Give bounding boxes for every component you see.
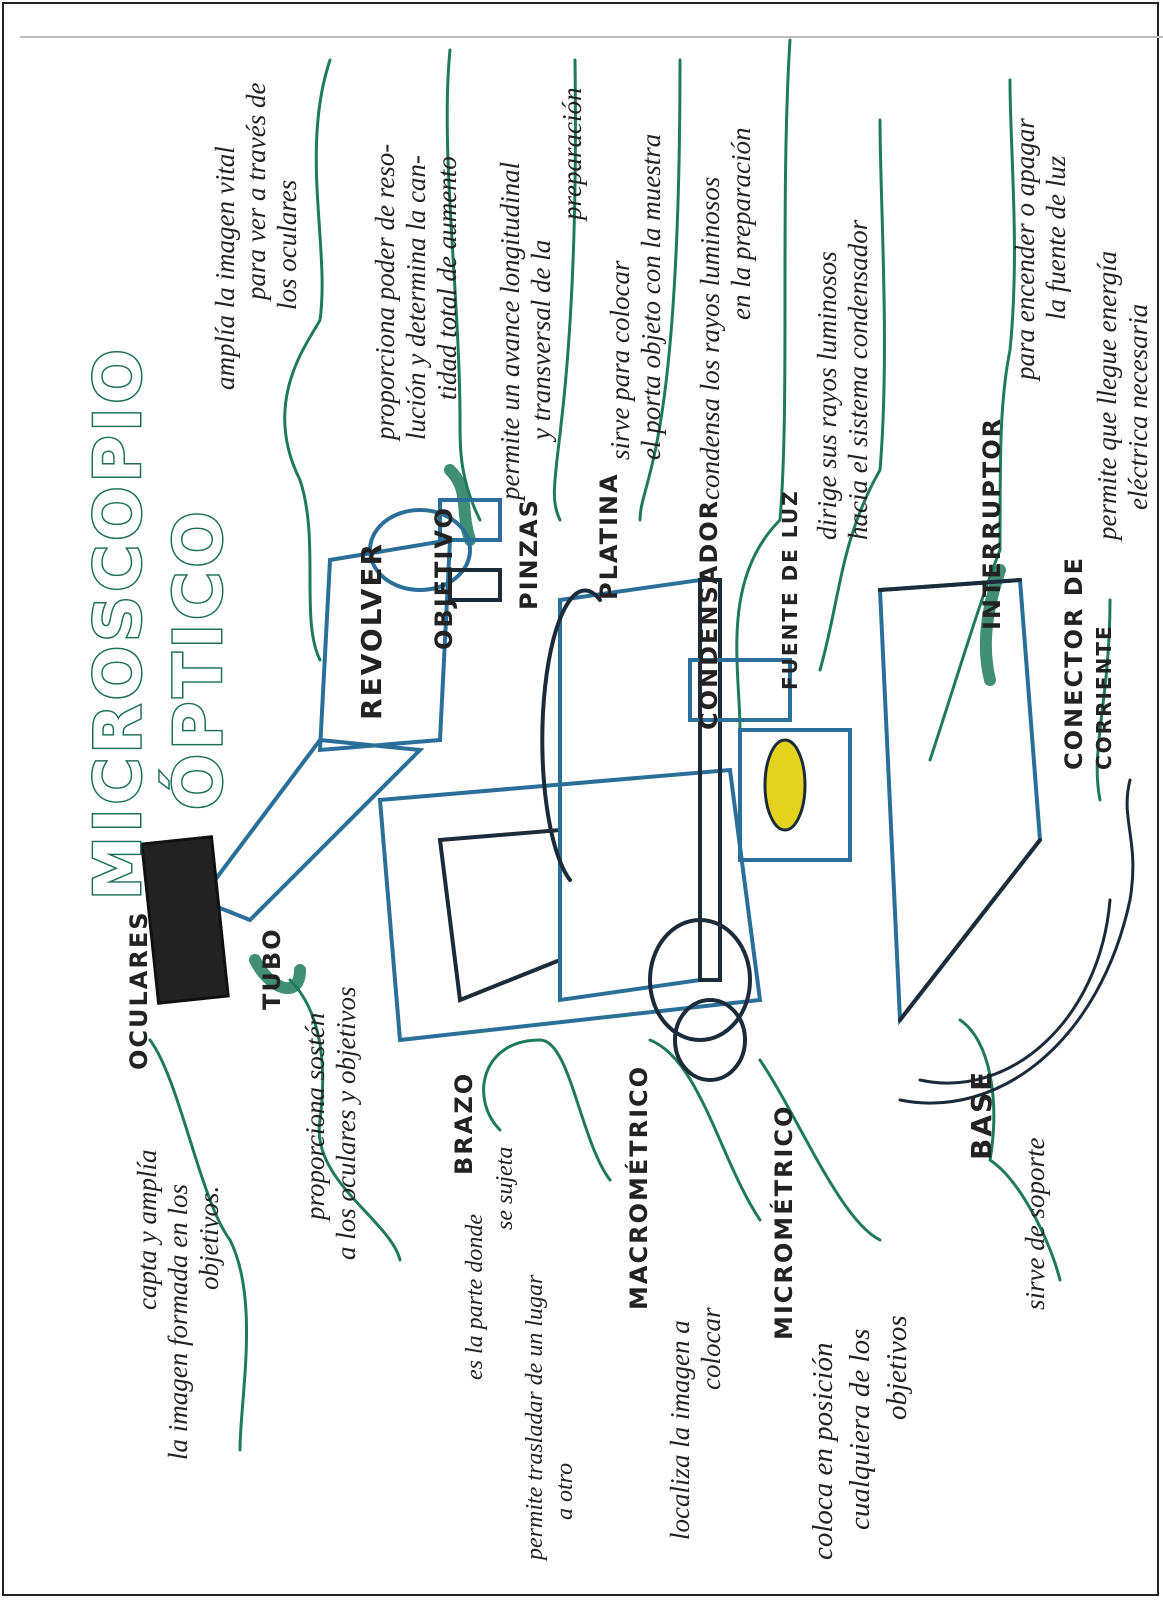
desc-brazo: es la parte donde se sujeta permite tras… [460, 1147, 580, 1560]
label-pinzas: PINZAS [515, 498, 543, 610]
desc-line: para encender o apagar [1010, 118, 1040, 380]
desc-line: para ver a través de [241, 82, 271, 300]
label-revolver: REVOLVER [355, 541, 388, 720]
desc-line: permite que llegue energía [1092, 250, 1122, 540]
desc-line: y transversal de la [526, 239, 556, 440]
desc-fuente-de-luz: dirige sus rayos luminosos hacia el sist… [812, 220, 874, 540]
desc-line: sirve de soporte [1020, 1137, 1050, 1310]
desc-line: a otro [552, 1462, 578, 1520]
desc-line: colocar [696, 1307, 726, 1390]
desc-line: amplía la imagen vital [210, 146, 240, 390]
desc-line: cualquiera de los [844, 1328, 876, 1530]
desc-line: a los oculares y objetivos [331, 986, 361, 1260]
desc-pinzas: permite un avance longitudinal y transve… [495, 88, 588, 500]
desc-line: la fuente de luz [1041, 155, 1071, 320]
desc-macrometrico: localiza la imagen a colocar [665, 1308, 727, 1540]
desc-line: preparación [557, 87, 587, 220]
desc-line: hacia el sistema condensador [843, 219, 873, 540]
desc-interruptor: para encender o apagar la fuente de luz [1010, 118, 1072, 380]
label-macrometrico: MACROMÉTRICO [625, 1064, 653, 1310]
desc-line: en la preparación [726, 127, 756, 320]
desc-micrometrico: coloca en posición cualquiera de los obj… [805, 1315, 916, 1560]
desc-tubo: proporciona sostén a los oculares y obje… [300, 987, 362, 1260]
desc-line: es la parte donde [462, 1214, 488, 1380]
desc-line: proporciona poder de reso- [370, 143, 400, 440]
desc-condensador: condensa los rayos luminosos en la prepa… [695, 128, 757, 500]
page-edge-line [20, 36, 1163, 38]
desc-line: sirve para colocar [605, 260, 635, 460]
desc-line: los oculares [272, 179, 302, 310]
desc-line: dirige sus rayos luminosos [812, 251, 842, 540]
desc-oculares: capta y amplía la imagen formada en los … [132, 1150, 225, 1460]
label-interruptor: INTERRUPTOR [978, 416, 1006, 630]
desc-line: capta y amplía [132, 1149, 162, 1310]
label-oculares: OCULARES [125, 910, 153, 1070]
label-platina: PLATINA [595, 472, 623, 600]
desc-line: objetivos. [194, 1185, 224, 1290]
leader-lines [148, 38, 1112, 1452]
label-micrometrico: MICROMÉTRICO [770, 1104, 798, 1340]
desc-objetivo: proporciona poder de reso- lución y dete… [370, 144, 463, 440]
title-microscopio: MICROSCOPIO [81, 344, 158, 902]
desc-platina: sirve para colocar el porta objeto con l… [605, 134, 667, 460]
desc-line: objetivos [881, 1315, 913, 1420]
desc-base: sirve de soporte [1020, 1138, 1051, 1310]
desc-line: tidad total de aumento [432, 156, 462, 400]
desc-line: permite trasladar de un lugar [522, 1274, 548, 1560]
desc-line: proporciona sostén [300, 1012, 330, 1220]
desc-line: localiza la imagen a [665, 1320, 695, 1540]
label-corriente: CORRIENTE [1092, 624, 1116, 770]
label-fuente-de-luz: FUENTE DE LUZ [778, 489, 802, 690]
label-tubo: TUBO [258, 927, 286, 1010]
label-base: BASE [965, 1069, 998, 1160]
desc-line: el porta objeto con la muestra [636, 133, 666, 460]
desc-line: coloca en posición [807, 1342, 839, 1560]
desc-line: permite un avance longitudinal [495, 161, 525, 500]
desc-conector: permite que llegue energía eléctrica nec… [1092, 251, 1154, 540]
desc-line: se sujeta [492, 1146, 518, 1230]
label-conector: CONECTOR DE [1060, 555, 1088, 770]
label-condensador: CONDENSADOR [695, 498, 723, 730]
title-optico: ÓPTICO [159, 506, 239, 812]
desc-line: lución y determina la can- [401, 155, 431, 440]
label-objetivo: OBJETIVO [430, 506, 458, 650]
desc-line: la imagen formada en los [163, 1184, 193, 1460]
desc-revolver: amplía la imagen vital para ver a través… [210, 83, 303, 390]
desc-line: condensa los rayos luminosos [695, 176, 725, 500]
desc-line: eléctrica necesaria [1123, 303, 1153, 510]
